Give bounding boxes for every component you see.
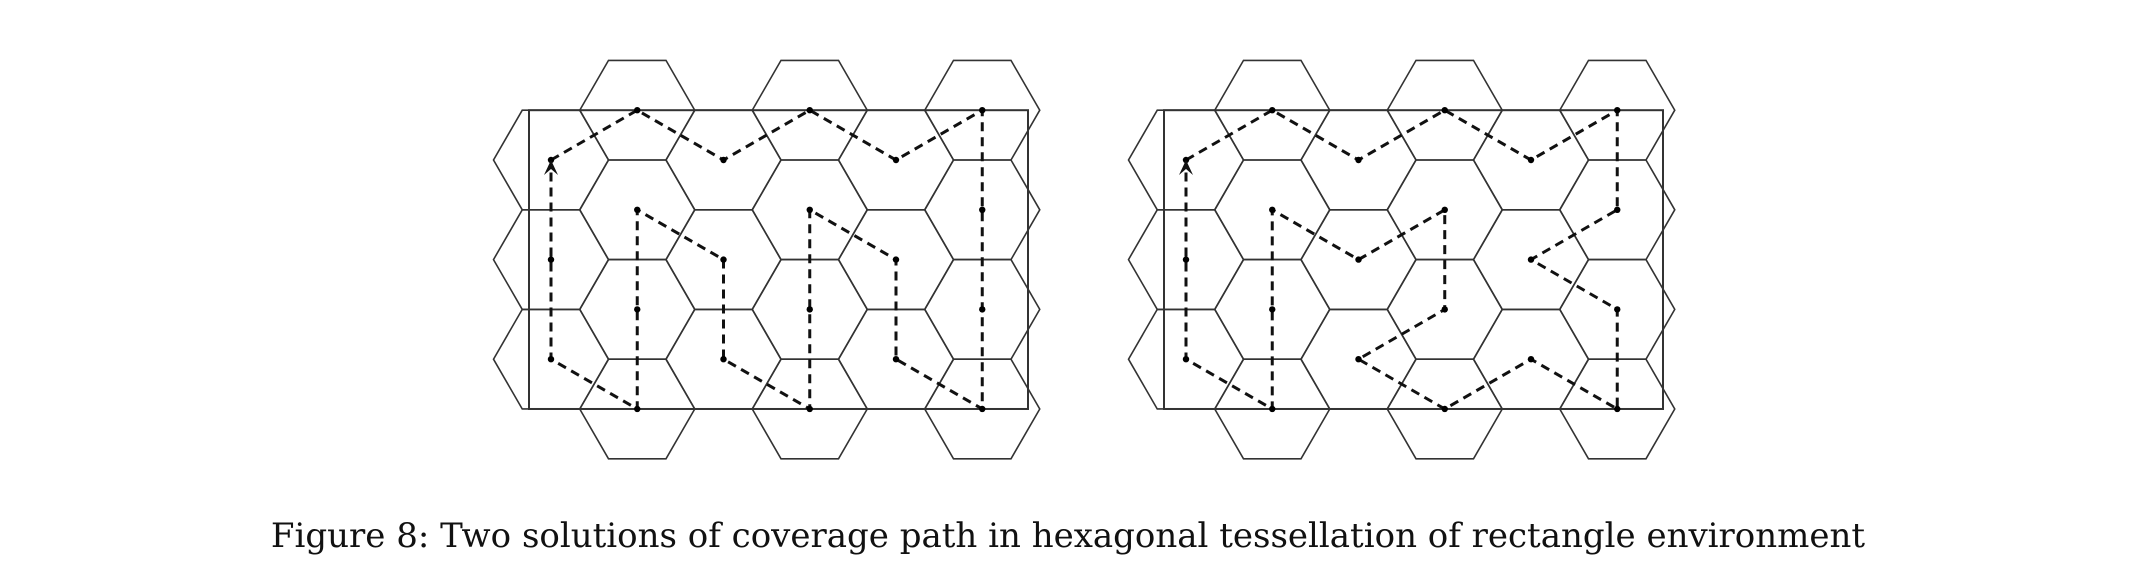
- path-node: [892, 355, 900, 363]
- path-node: [1441, 306, 1448, 313]
- solution-2-panel: [1127, 59, 1676, 460]
- path-node: [892, 156, 900, 164]
- path-node: [720, 156, 727, 164]
- solution-1-panel: [492, 59, 1041, 460]
- path-node: [1269, 405, 1276, 413]
- path-node: [1269, 107, 1276, 114]
- path-node: [1614, 107, 1621, 114]
- path-node: [720, 355, 727, 363]
- path-node: [634, 306, 641, 313]
- coverage-path: [549, 107, 984, 412]
- path-node: [806, 405, 813, 413]
- path-node: [1182, 256, 1190, 263]
- environment-rectangle: [528, 109, 1029, 410]
- path-arrowhead: [1179, 160, 1193, 175]
- coverage-path-figure: [492, 59, 1676, 460]
- path-node: [979, 306, 986, 313]
- path-node: [979, 206, 986, 213]
- path-node: [1527, 355, 1535, 363]
- path-node: [1355, 156, 1362, 164]
- path-node: [979, 405, 986, 413]
- path-node: [1441, 206, 1448, 213]
- path-node: [806, 306, 813, 313]
- path-node: [1441, 405, 1448, 413]
- environment-rectangle: [1163, 109, 1664, 410]
- path-node: [1614, 206, 1621, 213]
- path-node: [1614, 405, 1621, 413]
- path-node: [1269, 306, 1276, 313]
- path-node: [547, 355, 555, 363]
- path-node: [1182, 355, 1190, 363]
- path-node: [1614, 306, 1621, 313]
- path-node: [1527, 156, 1535, 164]
- path-node: [892, 256, 900, 263]
- path-node: [1355, 355, 1362, 363]
- path-node: [806, 107, 813, 114]
- path-node: [979, 107, 986, 114]
- path-node: [720, 256, 727, 263]
- path-node: [634, 405, 641, 413]
- path-arrowhead: [544, 160, 558, 175]
- path-node: [634, 107, 641, 114]
- path-node: [1527, 256, 1535, 263]
- coverage-path: [1184, 107, 1619, 412]
- figure-caption: Figure 8: Two solutions of coverage path…: [270, 516, 1866, 556]
- path-node: [1269, 206, 1276, 213]
- path-node: [1355, 256, 1362, 263]
- path-node: [806, 206, 813, 213]
- path-node: [1441, 107, 1448, 114]
- path-node: [634, 206, 641, 213]
- path-node: [547, 256, 555, 263]
